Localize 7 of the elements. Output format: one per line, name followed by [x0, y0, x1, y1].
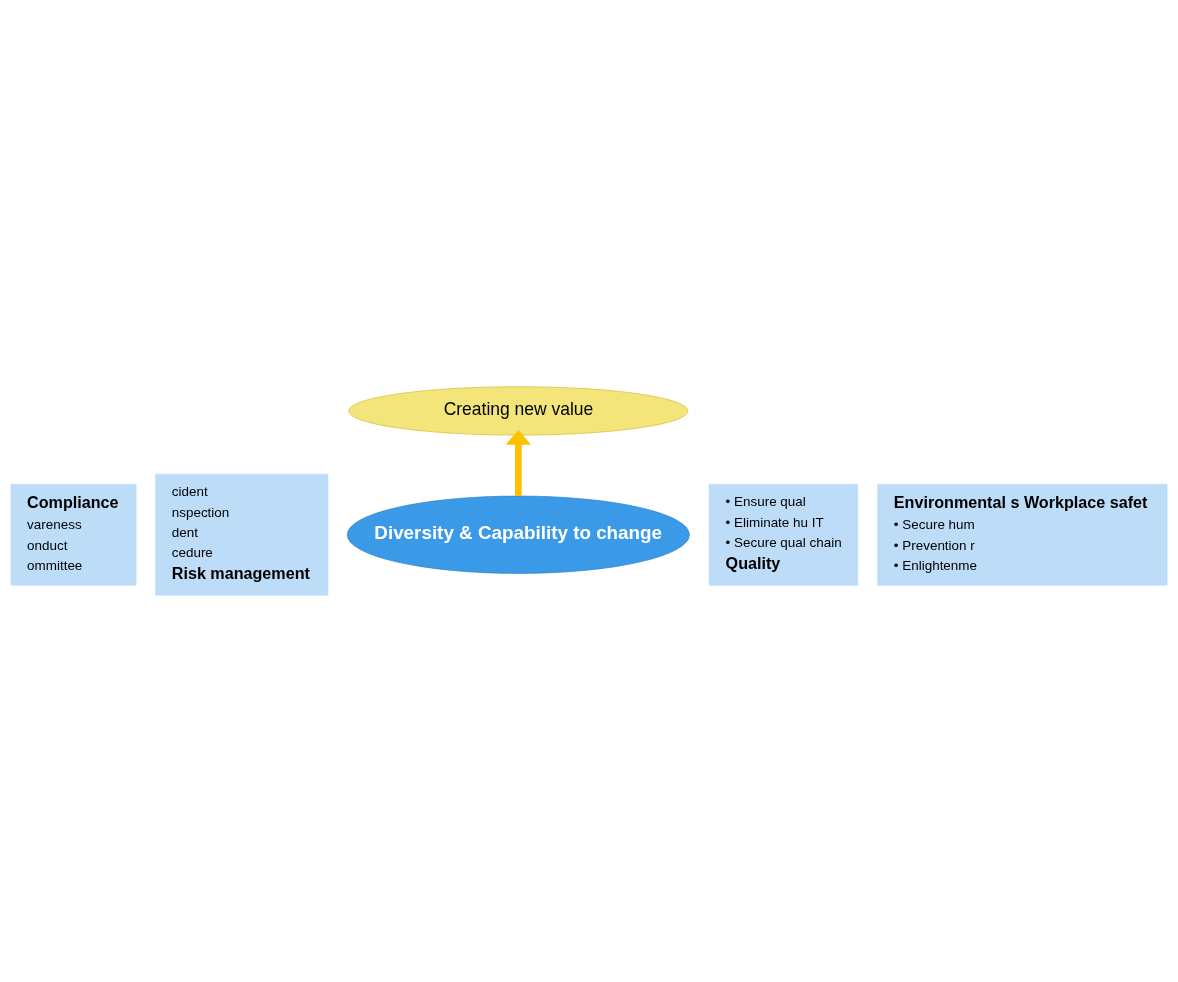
node-box: Environmental s Workplace safet • Secure hum • Prevention r • Enlightenme: [877, 483, 1168, 586]
node-box: cident nspection dent cedure Risk management: [155, 473, 329, 596]
node-box: • Ensure qual • Eliminate hu IT • Secure qual chain Quality: [708, 483, 859, 586]
node-box: Compliance vareness onduct ommittee: [10, 483, 137, 586]
arrow: [505, 430, 532, 496]
node-ellipse: Diversity & Capability to change: [346, 495, 690, 574]
node-ellipse: Creating new value: [348, 386, 689, 436]
